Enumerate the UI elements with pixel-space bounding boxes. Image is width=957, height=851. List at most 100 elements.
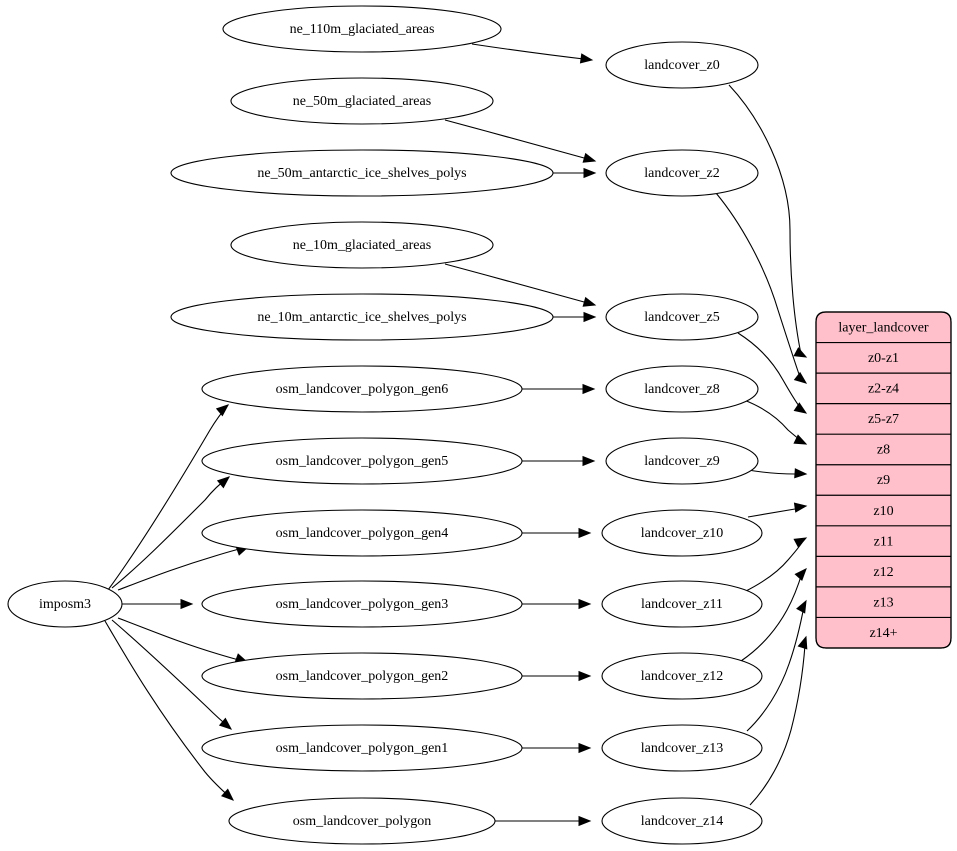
- table-row-z13[interactable]: z13: [816, 587, 951, 618]
- node-landcover_z0[interactable]: landcover_z0: [605, 41, 759, 89]
- edge-line: [117, 617, 248, 663]
- node-shape: [605, 437, 759, 485]
- node-ne_110m_glaciated_areas[interactable]: ne_110m_glaciated_areas: [222, 5, 502, 53]
- edge-line: [737, 332, 803, 411]
- arrow-head-icon: [180, 598, 194, 610]
- edge-landcover_z10-to-layer_landcover-z10: [747, 502, 808, 518]
- node-shape: [601, 797, 763, 845]
- table-row-z10[interactable]: z10: [816, 495, 951, 526]
- node-label: ne_10m_antarctic_ice_shelves_polys: [257, 310, 466, 325]
- table-node-layer: layer_landcoverz0-z1z2-z4z5-z7z8z9z10z11…: [815, 311, 952, 649]
- node-landcover_z13[interactable]: landcover_z13: [601, 724, 763, 772]
- node-label: ne_50m_antarctic_ice_shelves_polys: [257, 166, 466, 181]
- edge-line: [728, 84, 802, 355]
- arrow-head-icon: [794, 567, 807, 581]
- table-row-z5-z7[interactable]: z5-z7: [816, 404, 951, 435]
- node-landcover_z8[interactable]: landcover_z8: [605, 365, 759, 413]
- table-row-z2-z4[interactable]: z2-z4: [816, 373, 951, 404]
- edge-line: [117, 546, 249, 591]
- arrow-head-icon: [582, 296, 597, 307]
- arrow-head-icon: [583, 311, 597, 323]
- node-shape: [230, 221, 494, 269]
- node-shape: [201, 652, 523, 700]
- arrow-head-icon: [797, 635, 808, 650]
- node-osm_landcover_polygon_gen2[interactable]: osm_landcover_polygon_gen2: [201, 652, 523, 700]
- arrow-head-icon: [578, 742, 592, 754]
- node-label: landcover_z13: [641, 741, 723, 756]
- node-label: landcover_z12: [641, 669, 723, 684]
- table-node-outline: [815, 311, 952, 649]
- table-row-label: z11: [874, 534, 894, 549]
- edge-landcover_z13-to-layer_landcover-z13: [746, 599, 807, 732]
- table-row-z12[interactable]: z12: [816, 556, 951, 587]
- arrow-head-icon: [215, 404, 230, 417]
- node-landcover_z12[interactable]: landcover_z12: [601, 652, 763, 700]
- node-landcover_z2[interactable]: landcover_z2: [605, 149, 759, 197]
- node-osm_landcover_polygon_gen6[interactable]: osm_landcover_polygon_gen6: [201, 365, 523, 413]
- edge-imposm3-to-osm_landcover_polygon_gen4: [117, 546, 250, 591]
- node-ne_10m_antarctic_ice_shelves_polys[interactable]: ne_10m_antarctic_ice_shelves_polys: [170, 293, 554, 341]
- node-shape: [170, 149, 554, 197]
- edge-landcover_z2-to-layer_landcover-z2-z4: [715, 192, 808, 384]
- node-osm_landcover_polygon_gen3[interactable]: osm_landcover_polygon_gen3: [201, 580, 523, 628]
- node-osm_landcover_polygon_gen1[interactable]: osm_landcover_polygon_gen1: [201, 724, 523, 772]
- arrow-head-icon: [793, 402, 808, 414]
- node-osm_landcover_polygon[interactable]: osm_landcover_polygon: [228, 797, 496, 845]
- edge-imposm3-to-osm_landcover_polygon_gen5: [111, 476, 231, 589]
- edge-imposm3-to-osm_landcover_polygon: [104, 620, 235, 801]
- node-landcover_z5[interactable]: landcover_z5: [605, 293, 759, 341]
- node-ne_50m_antarctic_ice_shelves_polys[interactable]: ne_50m_antarctic_ice_shelves_polys: [170, 149, 554, 197]
- node-label: landcover_z2: [644, 166, 719, 181]
- node-shape: [7, 580, 123, 628]
- node-label: ne_110m_glaciated_areas: [290, 22, 435, 37]
- node-osm_landcover_polygon_gen4[interactable]: osm_landcover_polygon_gen4: [201, 509, 523, 557]
- node-landcover_z14[interactable]: landcover_z14: [601, 797, 763, 845]
- node-label: imposm3: [39, 597, 91, 612]
- node-osm_landcover_polygon_gen5[interactable]: osm_landcover_polygon_gen5: [201, 437, 523, 485]
- node-shape: [605, 149, 759, 197]
- node-shape: [605, 293, 759, 341]
- arrow-head-icon: [793, 347, 808, 358]
- table-row-label: z9: [877, 473, 890, 488]
- edge-osm_landcover_polygon_gen1-to-landcover_z13: [522, 742, 592, 754]
- edge-ne_50m_antarctic_ice_shelves_polys-to-landcover_z2: [553, 167, 597, 179]
- table-row-z14+[interactable]: z14+: [816, 617, 951, 648]
- table-node-layer_landcover[interactable]: layer_landcoverz0-z1z2-z4z5-z7z8z9z10z11…: [815, 311, 952, 649]
- node-imposm3[interactable]: imposm3: [7, 580, 123, 628]
- node-shape: [605, 41, 759, 89]
- table-row-z11[interactable]: z11: [816, 526, 951, 557]
- arrow-head-icon: [216, 476, 231, 489]
- node-shape: [601, 652, 763, 700]
- node-shape: [601, 580, 763, 628]
- edge-line: [715, 192, 802, 381]
- arrow-head-icon: [793, 537, 808, 548]
- table-row-z9[interactable]: z9: [816, 465, 951, 496]
- edge-landcover_z11-to-layer_landcover-z11: [743, 537, 808, 593]
- arrow-head-icon: [578, 598, 592, 610]
- edge-landcover_z8-to-layer_landcover-z8: [743, 399, 808, 445]
- node-label: osm_landcover_polygon: [293, 814, 431, 829]
- edge-ne_50m_glaciated_areas-to-landcover_z2: [444, 119, 597, 163]
- arrow-head-icon: [583, 167, 597, 179]
- node-label: osm_landcover_polygon_gen2: [276, 669, 449, 684]
- arrow-head-icon: [793, 502, 808, 513]
- node-ne_10m_glaciated_areas[interactable]: ne_10m_glaciated_areas: [230, 221, 494, 269]
- table-row-z8[interactable]: z8: [816, 434, 951, 465]
- node-ne_50m_glaciated_areas[interactable]: ne_50m_glaciated_areas: [230, 77, 494, 125]
- edge-line: [740, 572, 803, 662]
- table-row-label: z8: [877, 443, 890, 458]
- node-landcover_z10[interactable]: landcover_z10: [601, 509, 763, 557]
- node-shape: [601, 509, 763, 557]
- edge-imposm3-to-osm_landcover_polygon_gen1: [111, 619, 233, 730]
- node-landcover_z11[interactable]: landcover_z11: [601, 580, 763, 628]
- arrow-head-icon: [582, 455, 596, 467]
- table-row-z0-z1[interactable]: z0-z1: [816, 343, 951, 374]
- arrow-head-icon: [796, 599, 807, 614]
- edge-line: [743, 540, 804, 593]
- node-landcover_z9[interactable]: landcover_z9: [605, 437, 759, 485]
- node-label: landcover_z9: [644, 454, 719, 469]
- table-row-label: z0-z1: [868, 351, 899, 366]
- nodes-layer: imposm3 ne_110m_glaciated_areas ne_50m_gla…: [7, 5, 763, 845]
- edge-line: [104, 620, 234, 801]
